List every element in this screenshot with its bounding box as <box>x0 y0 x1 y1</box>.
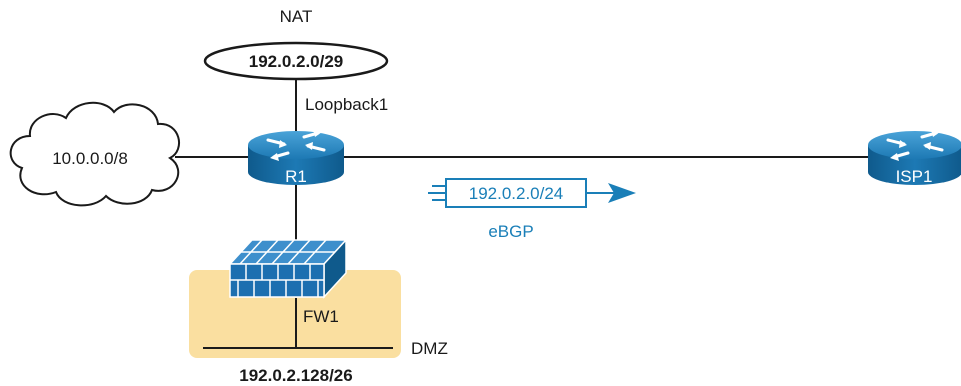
cloud-icon <box>9 101 180 207</box>
firewall-icon <box>228 238 348 299</box>
advertisement-arrow-icon <box>428 178 636 208</box>
firewall-label: FW1 <box>303 307 339 326</box>
protocol-label: eBGP <box>488 222 533 241</box>
nat-prefix: 192.0.2.0/29 <box>249 52 344 71</box>
router-icon <box>248 129 344 185</box>
links <box>175 75 870 349</box>
dmz-label: DMZ <box>411 339 448 358</box>
router-icon <box>868 129 961 185</box>
nat-pool-ellipse <box>203 41 389 81</box>
nat-label: NAT <box>280 7 313 26</box>
loopback-label: Loopback1 <box>305 95 388 114</box>
cloud-prefix: 10.0.0.0/8 <box>52 149 128 168</box>
dmz-prefix: 192.0.2.128/26 <box>239 366 352 385</box>
advertised-prefix: 192.0.2.0/24 <box>469 184 564 203</box>
router-isp1-label: ISP1 <box>896 167 933 186</box>
router-r1-label: R1 <box>285 167 307 186</box>
